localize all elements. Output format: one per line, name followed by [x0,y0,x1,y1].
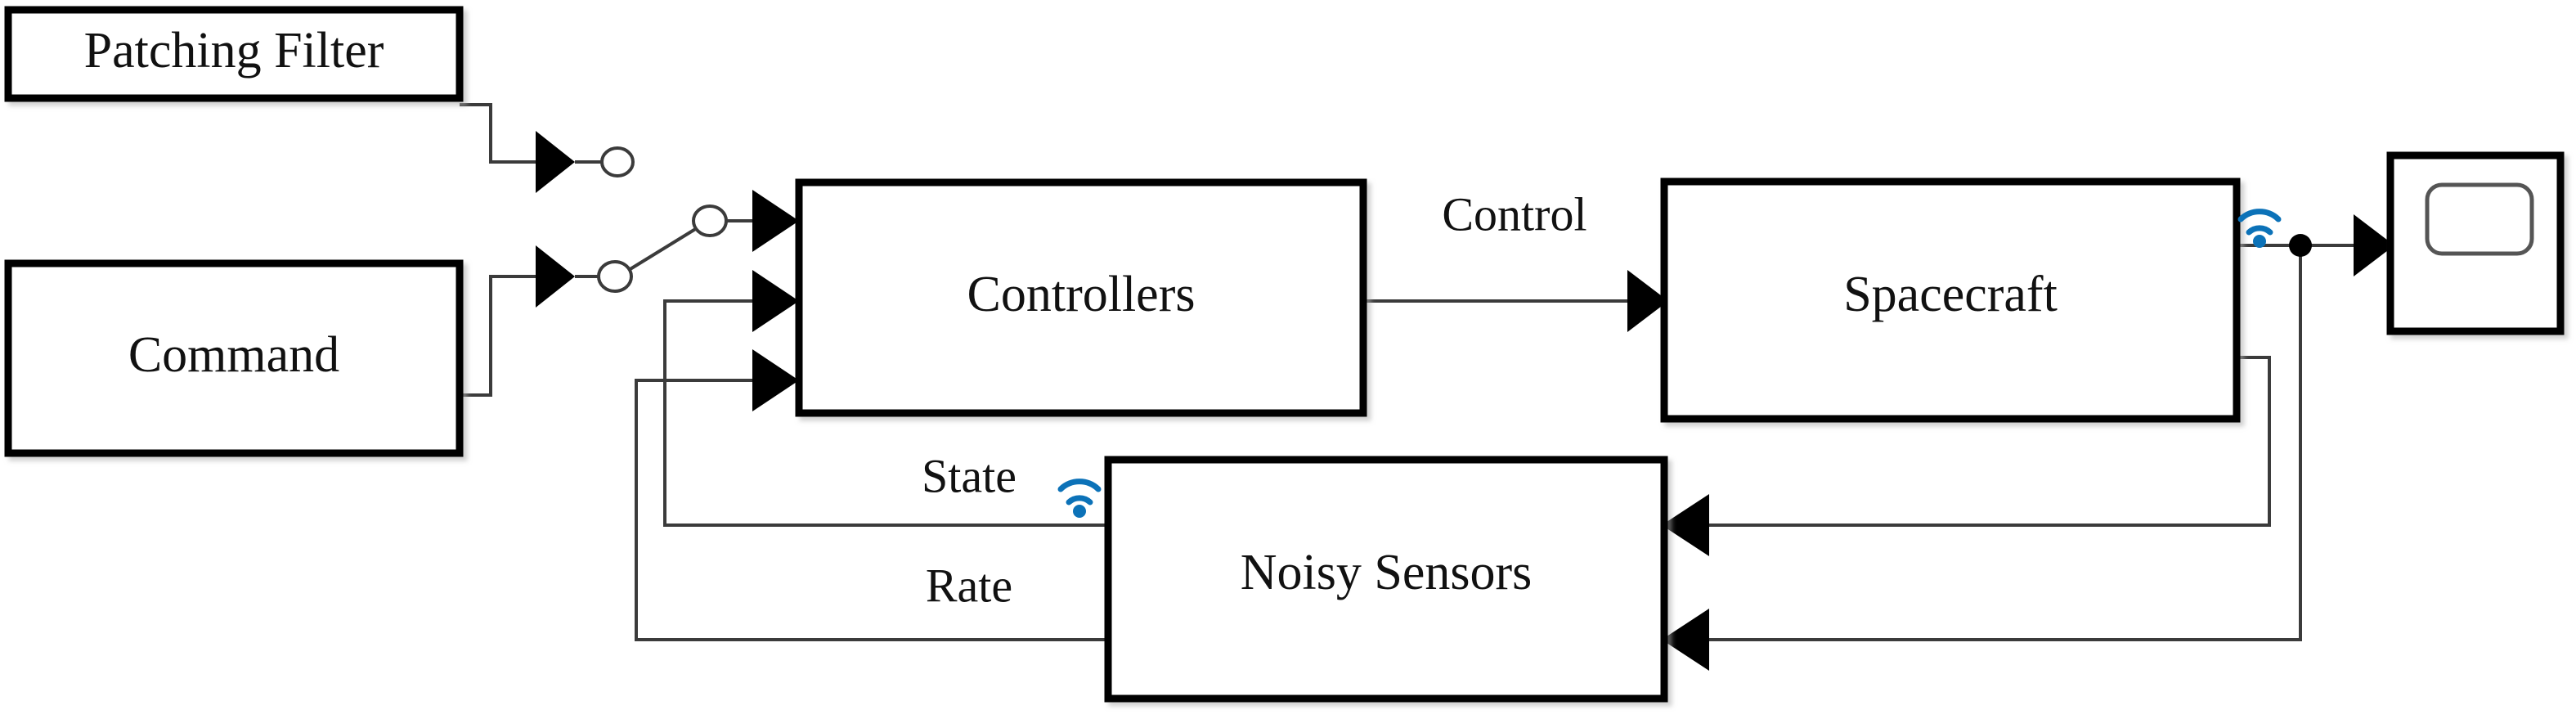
arrowhead-controllers-in2 [752,270,799,332]
arrowhead-scope-in [2354,214,2394,276]
arrowhead-sensors-in1 [1662,494,1709,556]
wire-patching-filter-to-switch [460,103,536,164]
block-label-command: Command [128,327,339,383]
arrowhead-controllers-in1 [752,190,799,252]
wire-switch-blade [627,227,698,272]
arrowhead-sensors-in2 [1662,609,1709,671]
signal-label-state: State [922,449,1016,502]
wire-state-feedback [663,299,1108,527]
block-controllers[interactable]: Controllers [795,178,1367,417]
arrowhead-spacecraft-in [1627,270,1668,332]
wire-command-to-switch [460,275,536,397]
wire-spacecraft-out2-to-sensors [1709,356,2271,527]
block-command[interactable]: Command [4,259,464,457]
switch-output-terminal[interactable] [692,204,728,237]
block-label-controllers: Controllers [967,267,1196,322]
block-noisy-sensors[interactable]: Noisy Sensors [1104,456,1668,703]
switch-input-top-terminal[interactable] [600,146,635,178]
wireless-signal-icon-sensors [1057,479,1102,518]
spacecraft-output-junction-dot [2289,234,2312,257]
block-scope[interactable] [2386,151,2565,335]
wire-spacecraft-out1-to-sensors [1709,245,2302,641]
wireless-signal-icon-spacecraft [2237,209,2282,248]
block-label-noisy-sensors: Noisy Sensors [1241,545,1533,600]
wire-rate-feedback [635,379,1108,641]
signal-label-rate: Rate [926,559,1012,612]
signal-label-control: Control [1442,187,1586,240]
block-label-patching-filter: Patching Filter [84,23,384,79]
arrowhead-switch-top-input [536,131,575,193]
block-patching-filter[interactable]: Patching Filter [4,6,464,102]
arrowhead-switch-bottom-input [536,245,575,308]
scope-screen-icon [2425,182,2534,256]
switch-input-bottom-terminal[interactable] [597,260,633,293]
arrowhead-controllers-in3 [752,349,799,411]
block-label-spacecraft: Spacecraft [1843,267,2058,322]
block-spacecraft[interactable]: Spacecraft [1660,178,2241,423]
